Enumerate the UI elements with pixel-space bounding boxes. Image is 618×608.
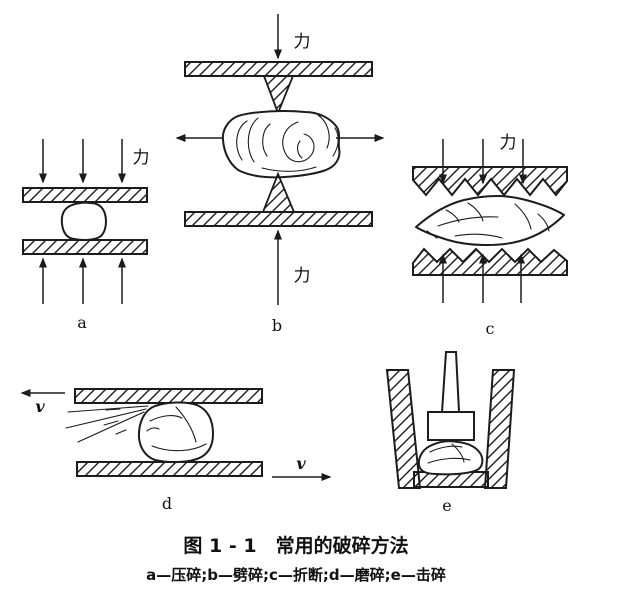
force-label: 力	[500, 133, 517, 153]
diagram-b-splitting: 力 力 b	[175, 14, 385, 335]
upper-plate	[184, 61, 373, 77]
rock-texture	[427, 443, 471, 464]
mortar-right-wall	[483, 369, 516, 489]
sub-label-b: b	[272, 316, 282, 335]
diagram-a-compression: 力 a	[22, 139, 150, 332]
rock	[221, 110, 341, 179]
rock	[137, 401, 214, 464]
sub-label-d: d	[162, 494, 172, 513]
mortar-left-wall	[385, 369, 422, 489]
lower-plate	[22, 239, 148, 255]
lower-toothed-plate	[412, 247, 568, 276]
force-label: 力	[294, 32, 311, 52]
diagram-d-grinding: v v d	[20, 388, 332, 513]
force-arrows-up	[39, 257, 126, 304]
velocity-label: v	[296, 454, 306, 473]
abrasion-spray	[65, 405, 149, 443]
caption-legend: a—压碎;b—劈碎;c—折断;d—磨碎;e—击碎	[146, 566, 446, 584]
force-label: 力	[133, 148, 150, 168]
rock-texture	[146, 406, 207, 452]
rock-texture	[236, 114, 339, 172]
hammer-head	[427, 411, 475, 441]
velocity-label: v	[35, 397, 45, 416]
force-label: 力	[294, 266, 311, 286]
rock-texture	[426, 202, 550, 239]
sub-label-e: e	[442, 496, 451, 515]
figure-caption: 图 1 - 1 常用的破碎方法 a—压碎;b—劈碎;c—折断;d—磨碎;e—击碎	[146, 534, 446, 584]
diagram-e-impact: e	[385, 351, 516, 515]
lower-plate	[76, 461, 263, 477]
force-arrows-down	[39, 139, 126, 184]
upper-wedge	[262, 75, 295, 116]
lower-wedge	[261, 171, 296, 213]
rock	[60, 201, 107, 241]
rock	[415, 195, 565, 247]
sub-label-c: c	[486, 319, 495, 338]
upper-plate	[22, 187, 148, 203]
upper-plate	[74, 388, 263, 404]
diagram-c-breaking: 力 c	[412, 133, 568, 338]
lower-plate	[184, 211, 373, 227]
sub-label-a: a	[77, 313, 87, 332]
force-arrows-up	[439, 253, 525, 303]
caption-title: 图 1 - 1 常用的破碎方法	[183, 534, 408, 557]
upper-toothed-plate	[412, 166, 568, 197]
hammer-handle	[440, 351, 461, 413]
